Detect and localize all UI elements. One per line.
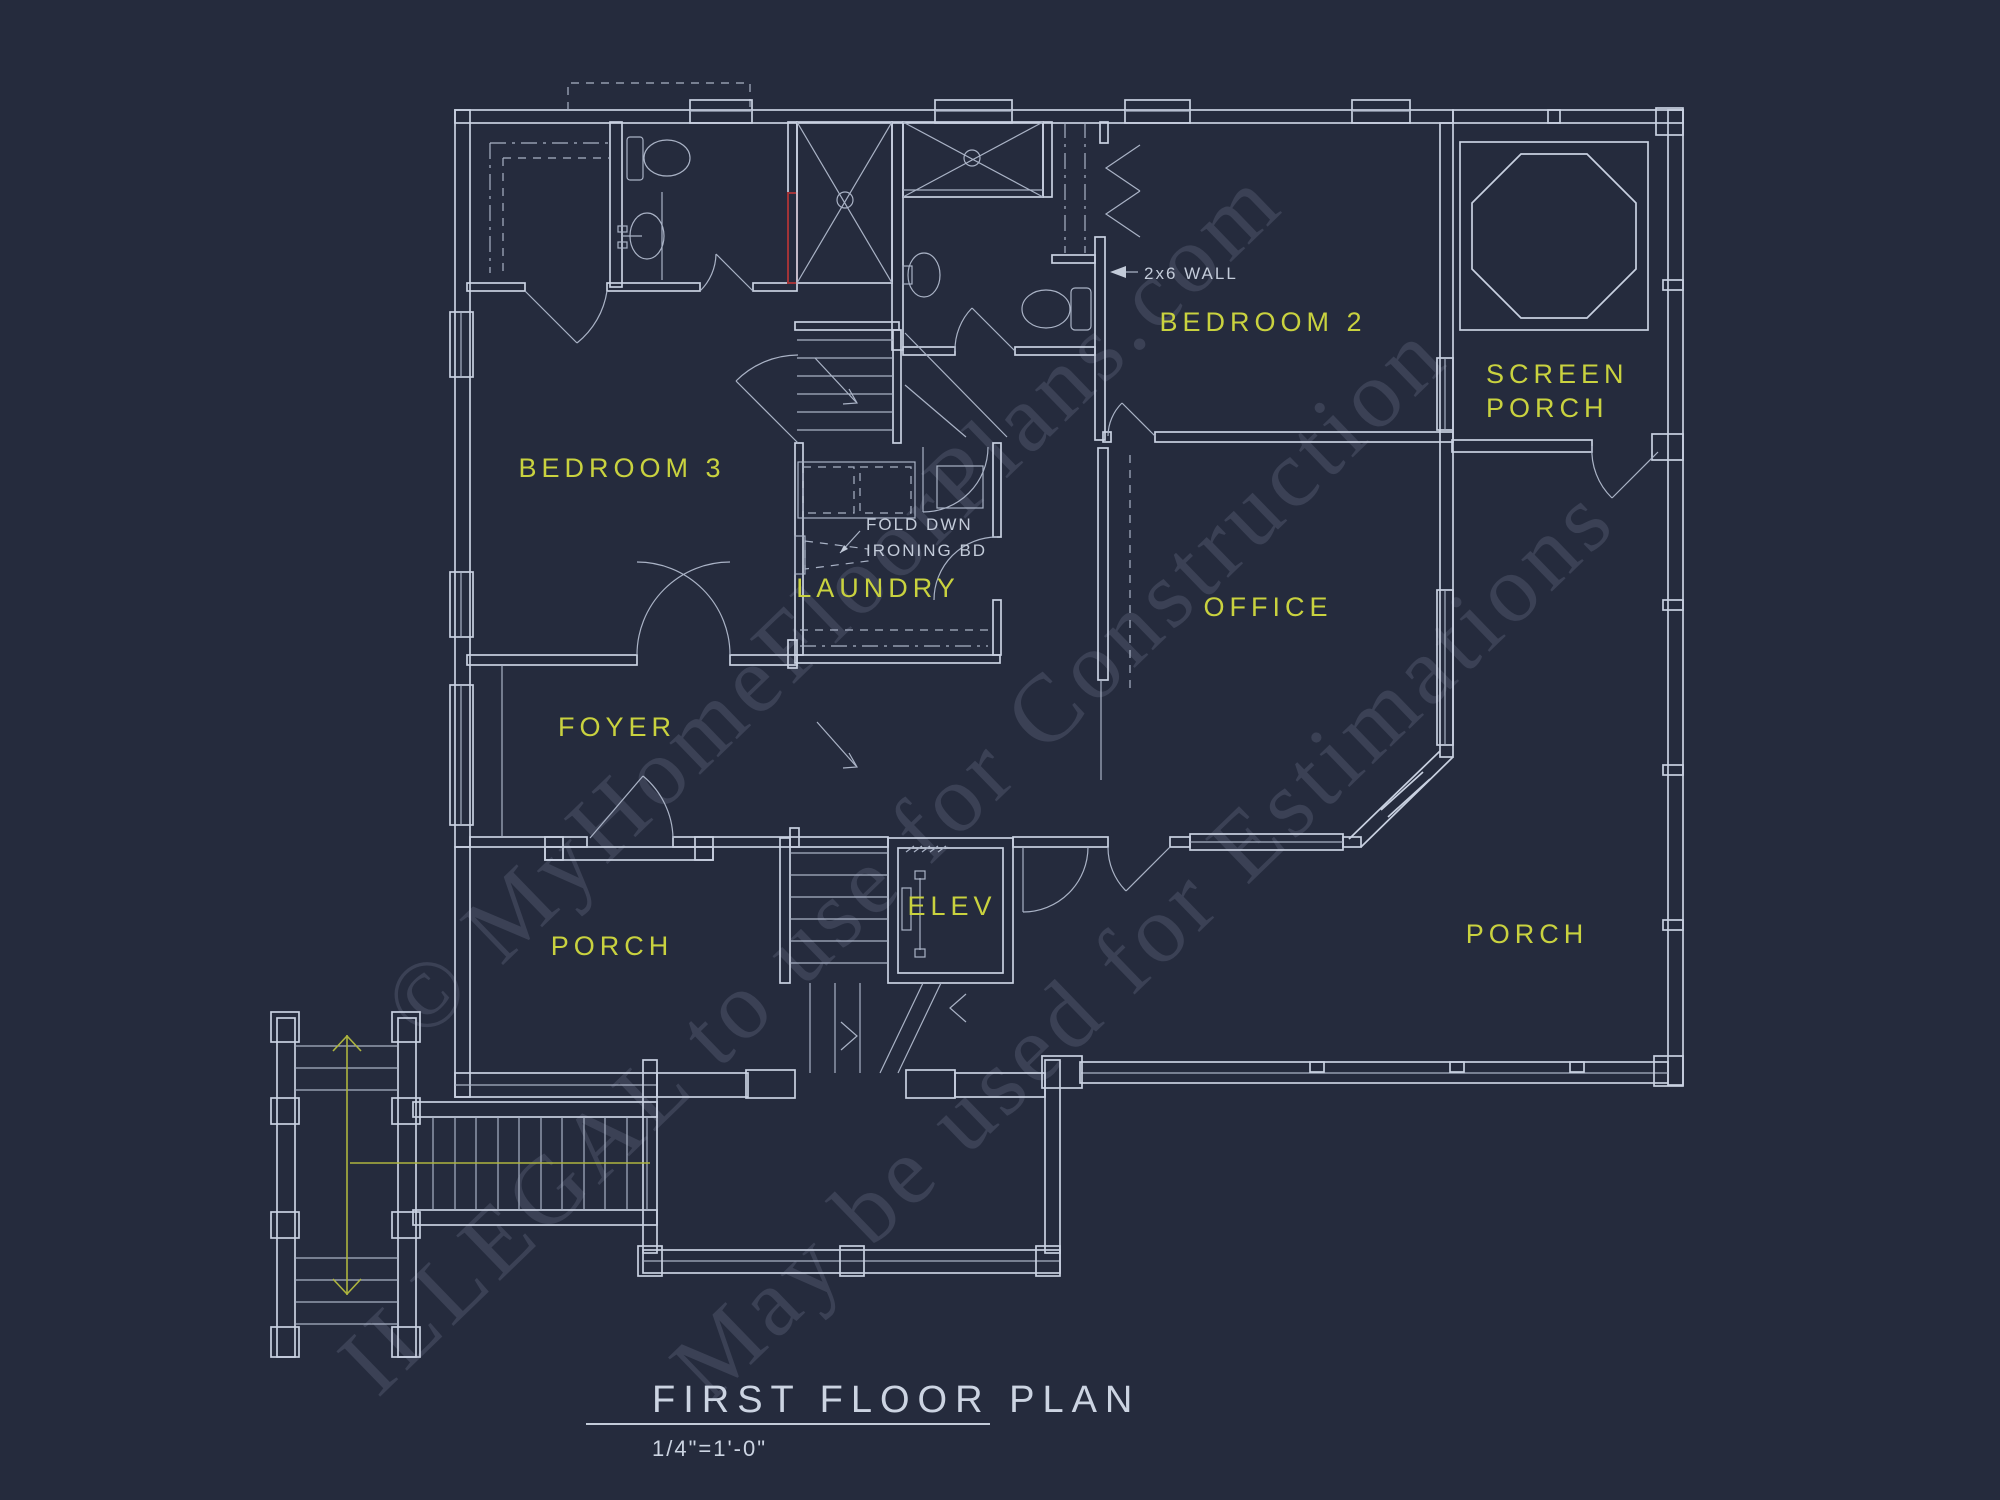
room-label-screen-porch-2: PORCH (1486, 393, 1609, 423)
windows (449, 99, 1454, 851)
room-labels: BEDROOM 3 BEDROOM 2 LAUNDRY FOYER OFFICE… (518, 307, 1629, 961)
room-label-screen-porch-1: SCREEN (1486, 359, 1629, 389)
stairs-up (797, 332, 1008, 438)
shower-1 (796, 121, 893, 284)
front-stoop (544, 836, 714, 861)
walk-in-closet-shelves (489, 142, 610, 273)
drawing-title: FIRST FLOOR PLAN (652, 1379, 1140, 1421)
sink-1 (617, 212, 665, 260)
interior-walls (466, 121, 1454, 984)
ironing-note-line2: IRONING BD (866, 541, 987, 560)
toilet-2 (1021, 287, 1092, 331)
hot-tub (1459, 141, 1649, 331)
elevator (887, 837, 1014, 984)
ironing-note-line1: FOLD DWN (866, 515, 973, 534)
drawing-scale: 1/4"=1'-0" (652, 1436, 767, 1461)
exterior-stairs (270, 1011, 658, 1358)
room-label-elev: ELEV (907, 891, 996, 921)
highlighted-wall-segment (787, 192, 798, 284)
room-label-porch-right: PORCH (1466, 919, 1589, 949)
two-by-six-wall (1094, 236, 1106, 441)
room-label-porch-left: PORCH (551, 931, 674, 961)
sink-2 (902, 252, 941, 298)
fixtures (489, 121, 1141, 1074)
lower-deck (637, 1059, 1061, 1277)
chimney-outline (567, 82, 751, 110)
room-label-laundry: LAUNDRY (796, 573, 960, 603)
laundry-cabinet (936, 465, 984, 509)
ironing-board (794, 530, 869, 575)
porch-structure (454, 107, 1684, 1277)
wall-note: 2x6 WALL (1144, 264, 1238, 283)
toilet-1 (626, 136, 691, 181)
washer-dryer (797, 461, 916, 519)
dimension-lines (332, 1034, 650, 1296)
bedroom2-closet (1064, 122, 1141, 253)
room-label-bedroom3: BEDROOM 3 (518, 453, 725, 483)
room-label-office: OFFICE (1204, 592, 1333, 622)
doors (524, 253, 1171, 913)
interior-stairs (790, 852, 967, 1074)
title-block: FIRST FLOOR PLAN 1/4"=1'-0" (586, 1379, 1140, 1461)
annotations: 2x6 WALL FOLD DWN IRONING BD (866, 264, 1238, 560)
room-label-bedroom2: BEDROOM 2 (1159, 307, 1366, 337)
room-label-foyer: FOYER (558, 712, 676, 742)
shower-2 (902, 121, 1044, 198)
watermark: © MyHomeFloorPlans.com ILLEGAL to use fo… (318, 146, 1635, 1420)
